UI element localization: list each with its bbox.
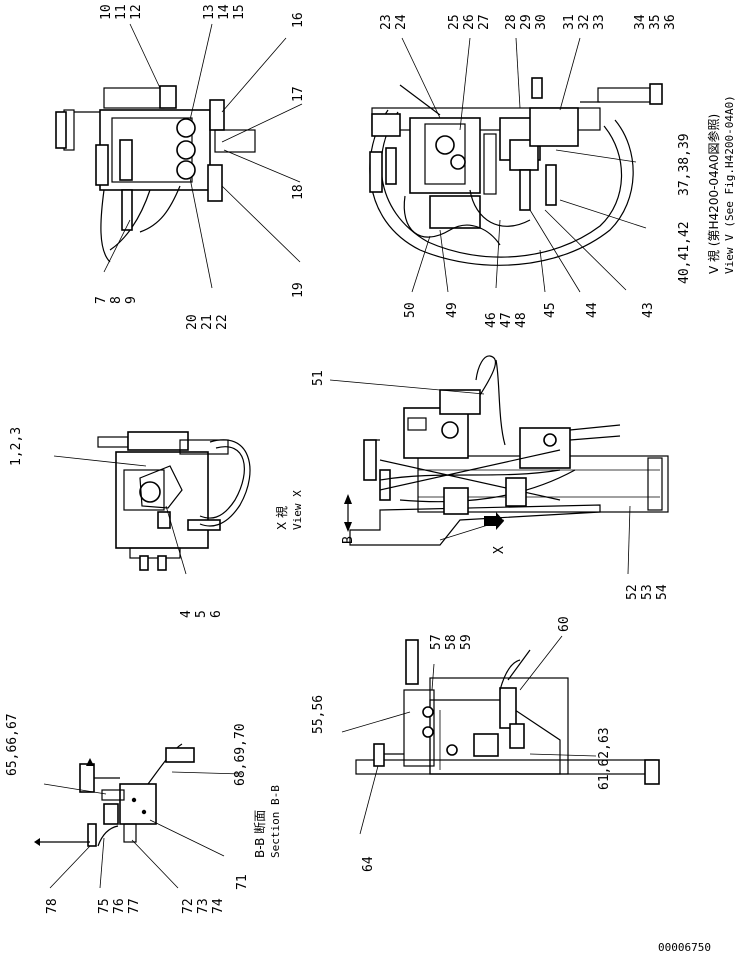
callout-33: 33 [592, 14, 607, 30]
callout-64: 64 [361, 856, 376, 872]
callout-52: 52 [625, 584, 640, 600]
callout-68-69-70: 68,69,70 [233, 723, 248, 786]
view-v-drawing [369, 77, 663, 266]
callout-78: 78 [45, 898, 60, 914]
callout-1-2-3: 1,2,3 [9, 427, 24, 466]
callout-34: 34 [633, 14, 648, 30]
marker-b: B [341, 536, 356, 544]
callout-54: 54 [655, 584, 670, 600]
callout-29: 29 [519, 14, 534, 30]
view-v-title-jp: V 視 (第H4200-04A0図参照) [706, 114, 721, 274]
labels: 1,2,3 4 5 6 7 8 9 10 11 12 13 14 15 16 1… [5, 4, 736, 954]
callout-73: 73 [196, 898, 211, 914]
callout-45: 45 [543, 302, 558, 318]
callout-50: 50 [403, 302, 418, 318]
callout-59: 59 [459, 634, 474, 650]
upper-left-drawing [55, 85, 256, 263]
view-x-title-en: View X [291, 490, 304, 530]
callout-46: 46 [484, 312, 499, 328]
callout-30: 30 [534, 14, 549, 30]
section-markers [344, 494, 505, 541]
callout-55-56: 55,56 [311, 695, 326, 734]
callout-48: 48 [514, 312, 529, 328]
callout-24: 24 [394, 14, 409, 30]
callout-57: 57 [429, 634, 444, 650]
callout-53: 53 [640, 584, 655, 600]
callout-28: 28 [504, 14, 519, 30]
section-bb-title-jp: B-B 断面 [252, 810, 267, 858]
callout-19: 19 [291, 282, 306, 298]
callout-36: 36 [663, 14, 678, 30]
callout-72: 72 [181, 898, 196, 914]
callout-8: 8 [109, 296, 124, 304]
callout-16: 16 [291, 12, 306, 28]
callout-44: 44 [585, 302, 600, 318]
callout-43: 43 [641, 302, 656, 318]
callout-18: 18 [291, 184, 306, 200]
main-assembly-drawing [349, 355, 669, 546]
callout-71: 71 [235, 874, 250, 890]
callout-58: 58 [444, 634, 459, 650]
callout-5: 5 [194, 610, 209, 618]
callout-9: 9 [124, 296, 139, 304]
drawing-number: 00006750 [658, 941, 711, 954]
callout-35: 35 [648, 14, 663, 30]
callout-4: 4 [179, 610, 194, 618]
callout-7: 7 [94, 296, 109, 304]
callout-26: 26 [462, 14, 477, 30]
callout-60: 60 [557, 616, 572, 632]
callout-37-38-39: 37,38,39 [677, 133, 692, 196]
callout-25: 25 [447, 14, 462, 30]
section-bb-title-en: Section B-B [269, 785, 282, 858]
callout-13: 13 [202, 4, 217, 20]
marker-x: X [492, 546, 507, 554]
callout-23: 23 [379, 14, 394, 30]
callout-49: 49 [445, 302, 460, 318]
view-v-title-en: View V (See Fig.H4200-04A0) [723, 95, 736, 274]
callout-6: 6 [209, 610, 224, 618]
callout-74: 74 [211, 898, 226, 914]
callout-10: 10 [99, 4, 114, 20]
callout-21: 21 [200, 314, 215, 330]
callout-12: 12 [129, 4, 144, 20]
callout-40-41-42: 40,41,42 [677, 221, 692, 284]
callout-77: 77 [127, 898, 142, 914]
leader-lines [43, 23, 647, 889]
callout-27: 27 [477, 14, 492, 30]
callout-65-66-67: 65,66,67 [5, 713, 20, 776]
callout-51: 51 [311, 370, 326, 386]
callout-76: 76 [112, 898, 127, 914]
callout-11: 11 [114, 4, 129, 20]
callout-75: 75 [97, 898, 112, 914]
callout-15: 15 [232, 4, 247, 20]
lower-assembly-drawing [355, 639, 660, 785]
callout-22: 22 [215, 314, 230, 330]
callout-14: 14 [217, 4, 232, 20]
callout-47: 47 [499, 312, 514, 328]
callout-20: 20 [185, 314, 200, 330]
callout-61-62-63: 61,62,63 [597, 727, 612, 790]
view-x-drawing [97, 431, 251, 571]
callout-17: 17 [291, 86, 306, 102]
section-bb-drawing [34, 743, 195, 847]
view-x-title-jp: X 視 [274, 506, 289, 530]
callout-31: 31 [562, 14, 577, 30]
callout-32: 32 [577, 14, 592, 30]
